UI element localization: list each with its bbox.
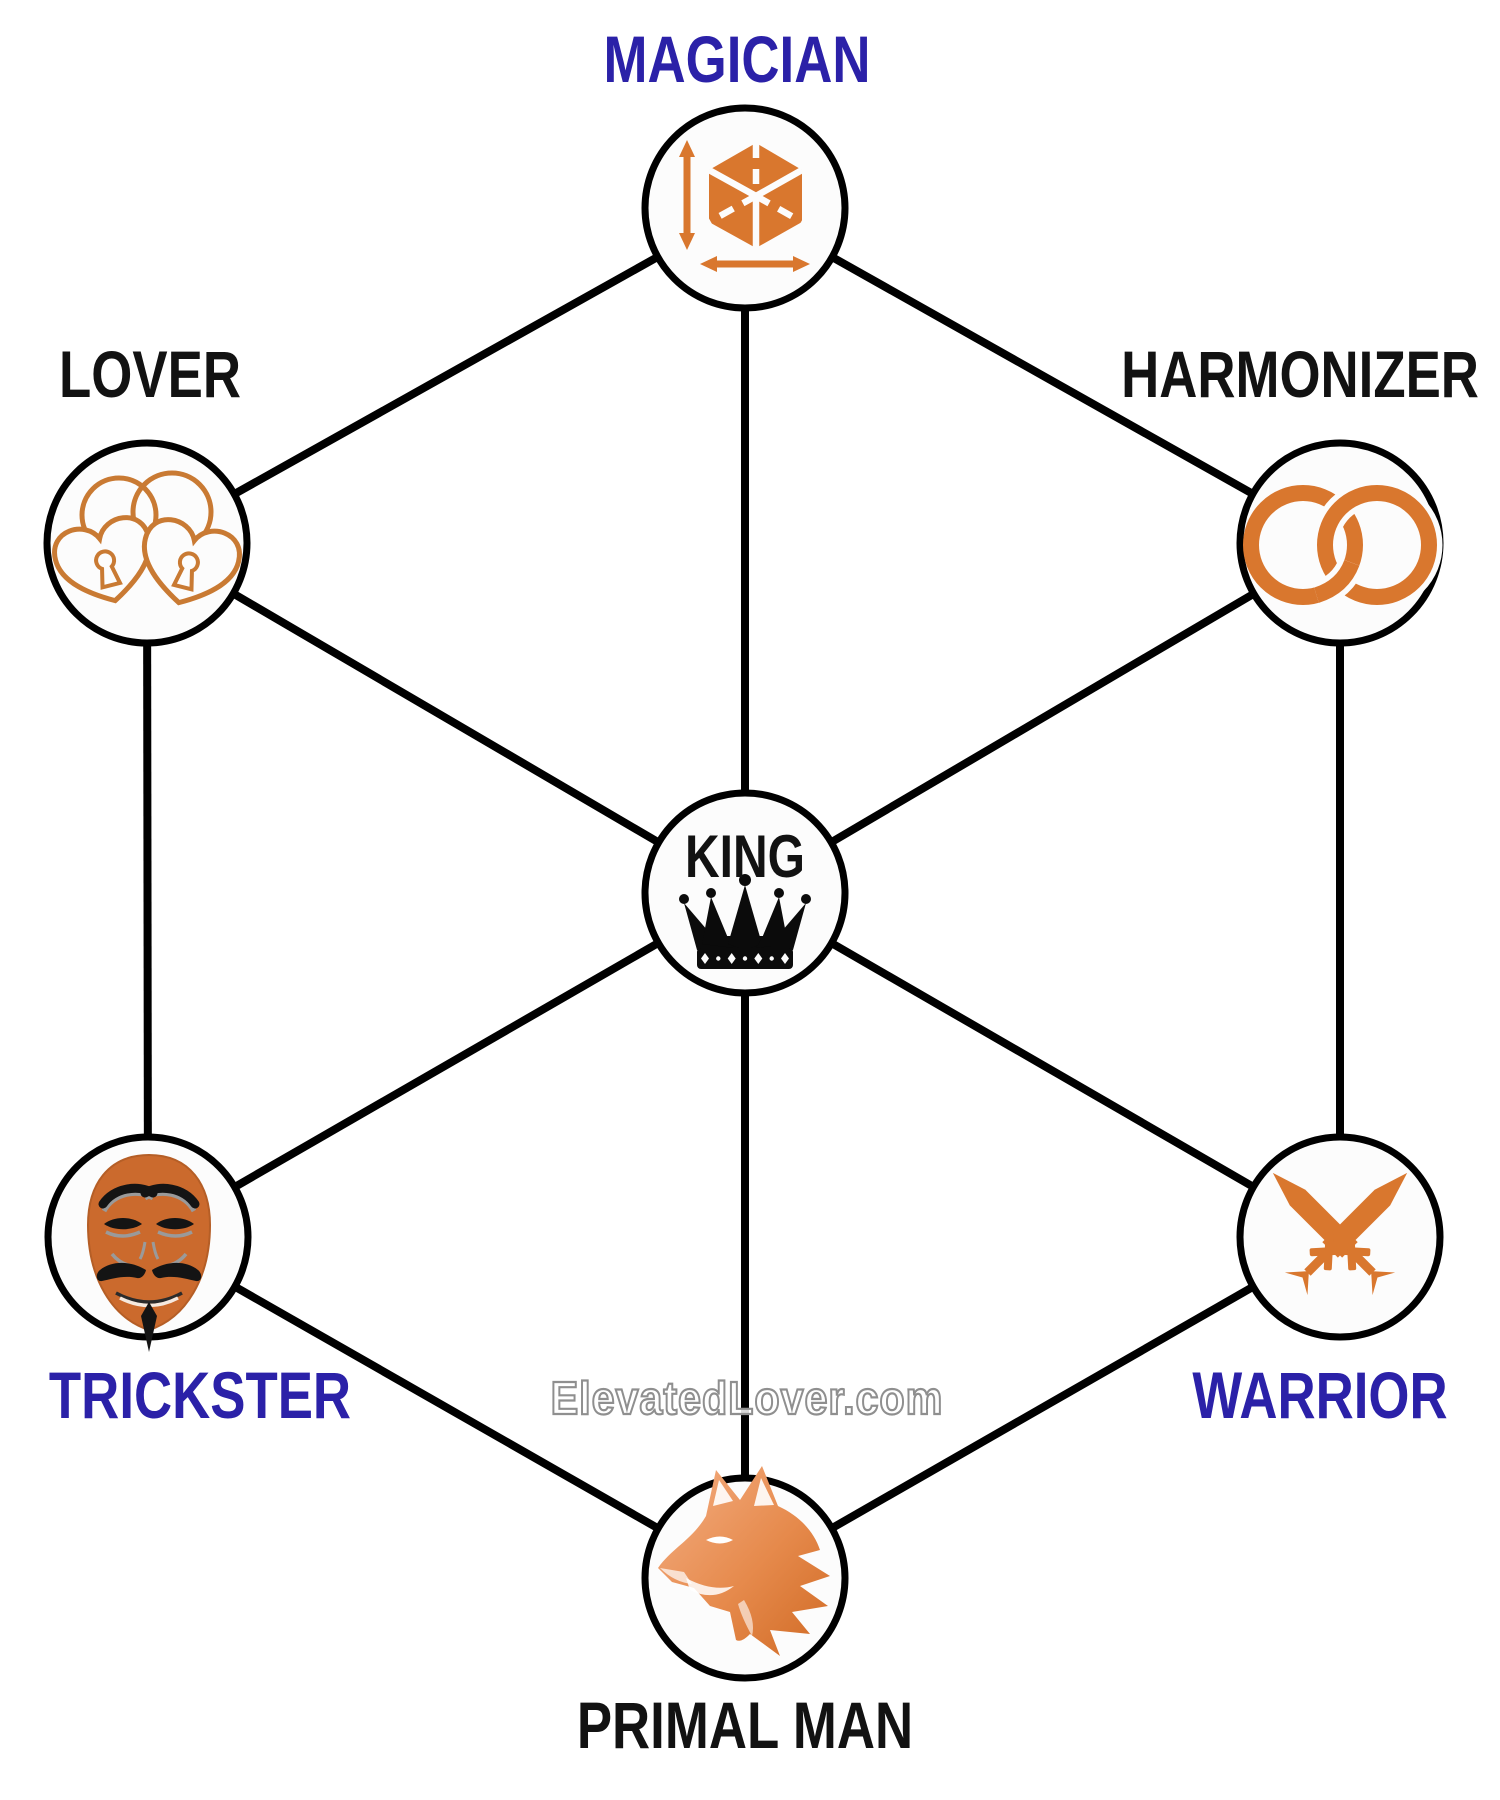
interlocked-rings-icon xyxy=(1243,479,1443,611)
edge-lover-trickster xyxy=(143,542,152,1238)
edge-magician-harmonizer xyxy=(743,204,1342,547)
label-lover: LOVER xyxy=(59,337,241,411)
edges xyxy=(143,204,1344,1582)
label-warrior: WARRIOR xyxy=(1192,1358,1448,1432)
heart-padlocks-icon xyxy=(52,470,242,606)
edge-magician-lover xyxy=(145,204,747,547)
crown-icon xyxy=(679,874,811,969)
edge-warrior-king xyxy=(742,889,1343,1241)
crossed-swords-icon xyxy=(1272,1172,1408,1296)
edge-lover-king xyxy=(144,539,748,897)
fox-head-icon xyxy=(658,1466,830,1656)
label-harmonizer: HARMONIZER xyxy=(1121,337,1479,411)
edge-trickster-primal-man xyxy=(146,1233,747,1582)
label-king: KING xyxy=(685,823,805,890)
label-primal-man: PRIMAL MAN xyxy=(576,1688,914,1762)
edge-harmonizer-king xyxy=(742,539,1343,897)
label-trickster: TRICKSTER xyxy=(48,1358,352,1432)
label-magician: MAGICIAN xyxy=(603,22,871,96)
node-circle-harmonizer xyxy=(1236,439,1444,647)
guy-fawkes-mask-icon xyxy=(86,1153,212,1352)
edge-warrior-primal-man xyxy=(743,1233,1342,1582)
cube-dimensions-icon xyxy=(679,140,810,272)
edge-trickster-king xyxy=(146,889,747,1241)
watermark: ElevatedLover.com xyxy=(550,1372,944,1424)
